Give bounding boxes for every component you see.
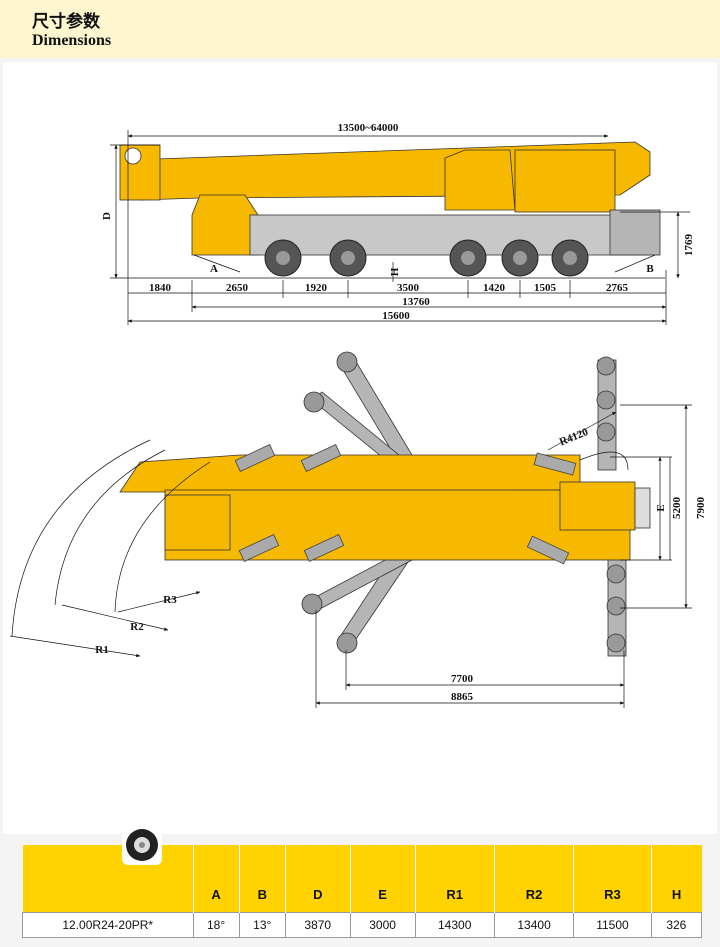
carrier-cab-top <box>164 494 231 551</box>
dim-1505: 1505 <box>534 282 557 294</box>
spec-table-header: A B D E R1 R2 R3 H <box>22 845 702 913</box>
dim-r3: R3 <box>163 594 177 606</box>
dim-label-e: E <box>655 504 667 511</box>
side-view-wheels <box>264 239 589 277</box>
outrigger-pads <box>301 351 626 654</box>
dim-1769: 1769 <box>683 234 695 257</box>
dim-label-h: H <box>389 267 401 276</box>
cell-r1: 14300 <box>414 912 495 938</box>
header-h: H <box>650 845 702 913</box>
title-chinese: 尺寸参数 <box>32 12 100 32</box>
header-a: A <box>192 845 240 913</box>
counterweight <box>514 149 616 213</box>
dim-1840: 1840 <box>149 282 172 294</box>
carrier-frame <box>249 214 651 256</box>
cell-r2: 13400 <box>493 912 575 938</box>
dim-2650: 2650 <box>226 282 249 294</box>
dim-label-d: D <box>101 212 113 220</box>
wheel <box>238 534 280 562</box>
header-band: 尺寸参数 Dimensions <box>0 0 720 58</box>
cell-r3: 11500 <box>573 912 652 938</box>
dim-1920: 1920 <box>305 282 328 294</box>
dim-7900: 7900 <box>695 497 707 520</box>
dim-boom-length: 13500~64000 <box>338 122 399 134</box>
superstructure <box>559 481 636 531</box>
title-english: Dimensions <box>32 32 112 49</box>
spec-table: A B D E R1 R2 R3 H 12.00R24-20PR* 18° 13… <box>22 845 703 938</box>
dim-5200: 5200 <box>671 497 683 520</box>
dim-7700: 7700 <box>451 673 474 685</box>
dim-15600: 15600 <box>382 310 410 322</box>
turning-radius-arcs <box>9 411 629 658</box>
dim-label-b: B <box>646 263 654 275</box>
dim-r1: R1 <box>95 644 108 656</box>
top-view-dimension-lines <box>315 404 692 708</box>
dim-r4120: R4120 <box>558 426 591 449</box>
boom-top-view <box>119 454 581 493</box>
cell-tire-spec: 12.00R24-20PR* <box>22 912 194 938</box>
dim-r2: R2 <box>130 621 144 633</box>
cell-a: 18° <box>192 912 240 938</box>
carrier-cab <box>191 194 259 256</box>
header-d: D <box>284 845 351 913</box>
top-view-wheels <box>234 444 577 565</box>
wheel <box>303 534 345 562</box>
dim-13760: 13760 <box>402 296 430 308</box>
top-view-crane <box>119 359 651 657</box>
cell-h: 326 <box>650 912 703 938</box>
operator-cab <box>444 149 516 211</box>
dim-3500: 3500 <box>397 282 420 294</box>
side-view-crane <box>119 141 661 256</box>
wheel <box>234 444 276 472</box>
wheel <box>526 535 570 565</box>
dim-1420: 1420 <box>483 282 506 294</box>
side-view-wheel-hubs <box>276 251 577 265</box>
wheel <box>533 452 577 476</box>
dim-label-a: A <box>210 263 218 275</box>
boom-head-sheave <box>124 147 142 165</box>
tire-icon <box>122 825 162 865</box>
rear-box <box>634 487 651 529</box>
table-row: 12.00R24-20PR* 18° 13° 3870 3000 14300 1… <box>22 912 703 938</box>
header-b: B <box>238 845 286 913</box>
header-r2: R2 <box>493 845 574 913</box>
dim-2765: 2765 <box>606 282 629 294</box>
header-tire <box>22 845 193 913</box>
header-r1: R1 <box>414 845 495 913</box>
header-r3: R3 <box>573 845 652 913</box>
wheel <box>300 444 342 472</box>
cell-e: 3000 <box>349 912 416 938</box>
side-view-dimension-lines <box>110 130 690 325</box>
outrigger-box-rear <box>609 209 661 256</box>
cell-b: 13° <box>238 912 286 938</box>
header-e: E <box>349 845 415 913</box>
cell-d: 3870 <box>284 912 351 938</box>
dim-8865: 8865 <box>451 691 474 703</box>
